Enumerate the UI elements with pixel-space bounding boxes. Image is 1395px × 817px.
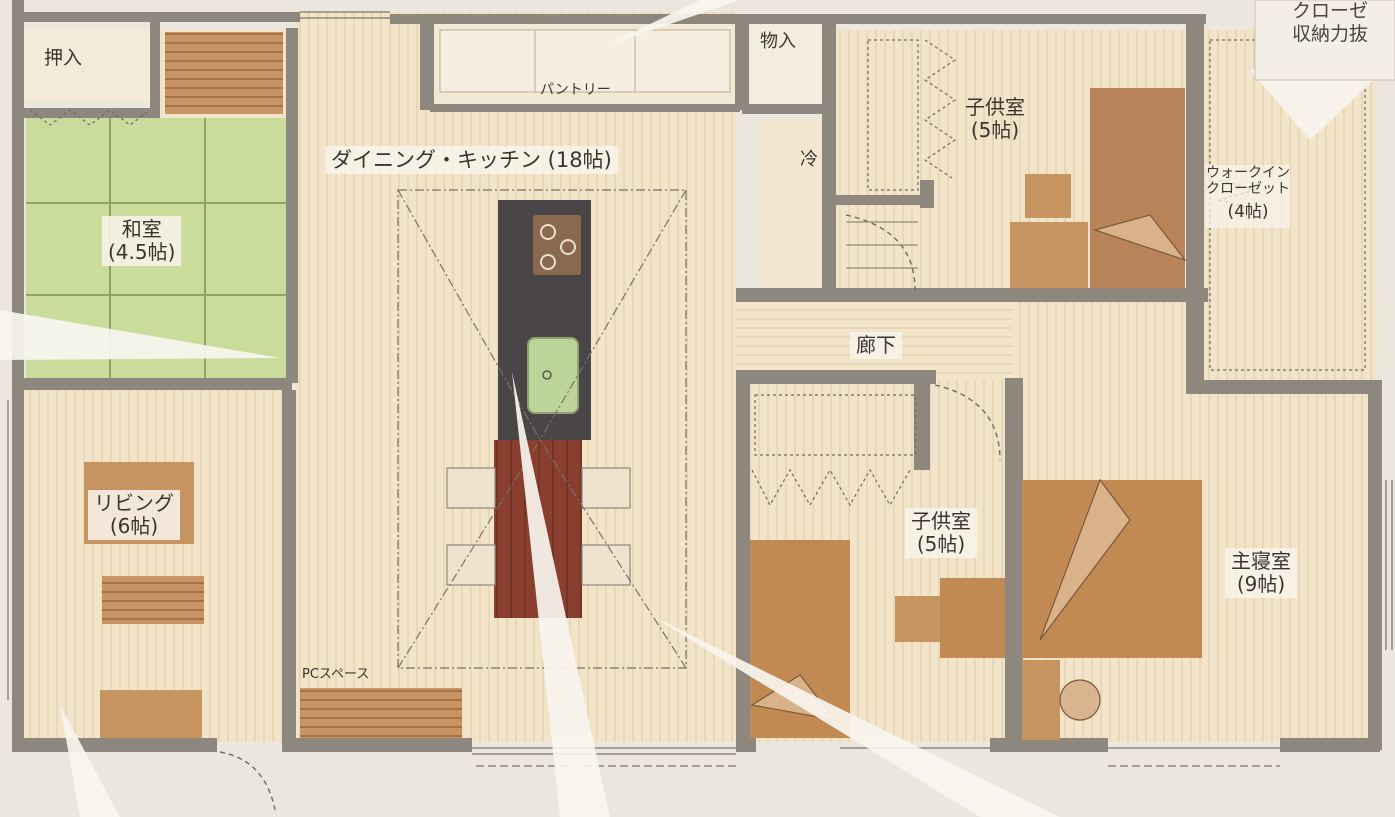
monoire-label: 物入 (760, 31, 796, 52)
stair-treads (846, 221, 918, 269)
walls (12, 0, 1382, 752)
master-label: 主寝室 (9帖) (1225, 548, 1297, 598)
living-label: リビング (6帖) (88, 490, 180, 540)
kodomo2-desk (940, 578, 1005, 658)
living-size: (6帖) (109, 514, 159, 538)
walkin-label: ウォークイン クローゼット (4帖) (1206, 165, 1290, 228)
island-kitchen (498, 200, 591, 440)
pc-space-label: PCスペース (302, 667, 370, 682)
corridor-label: 廊下 (850, 332, 902, 359)
kodomo1-bed (1090, 88, 1185, 288)
windows (7, 11, 1393, 767)
living-cabinet (100, 690, 202, 738)
callout-box (1254, 0, 1395, 81)
master-name: 主寝室 (1231, 549, 1291, 573)
kodomo1-chair (1025, 174, 1071, 218)
pantry-label: パントリー (540, 82, 611, 98)
kodomo2-label: 子供室 (5帖) (905, 508, 977, 558)
monoire-floor (738, 18, 826, 110)
fridge-label: 冷 (800, 149, 818, 170)
walkin-name-2: クローゼット (1206, 181, 1290, 198)
callout-text: クローゼ 収納力抜 (1292, 0, 1368, 46)
pc-desk (300, 688, 462, 738)
kodomo2-chair (895, 596, 940, 642)
door-swings (219, 214, 1001, 811)
kodomo1-blanket (1092, 214, 1187, 262)
kodomo2-size: (5帖) (916, 532, 966, 556)
walkin-size: (4帖) (1227, 202, 1269, 223)
closet-shelf (165, 32, 283, 114)
kodomo1-desk (1010, 222, 1088, 288)
master-stool (1059, 679, 1101, 721)
oshiire-floor (22, 30, 157, 102)
callout-line-1: クローゼ (1292, 0, 1369, 22)
kodomo1-label: 子供室 (5帖) (965, 96, 1025, 142)
fridge-floor (760, 120, 828, 290)
ceiling-outline (397, 189, 687, 669)
master-size: (9帖) (1236, 572, 1286, 596)
living-floor (20, 390, 296, 742)
kodomo1-name: 子供室 (965, 95, 1025, 119)
washitsu-label: 和室 (4.5帖) (102, 216, 182, 266)
callout-line-2: 収納力抜 (1292, 22, 1369, 45)
dining-chairs (446, 467, 631, 586)
dining-kitchen-label: ダイニング・キッチン (18帖) (325, 146, 618, 175)
oshiire-label: 押入 (44, 47, 83, 69)
master-dresser (1022, 660, 1060, 740)
kodomo2-name: 子供室 (911, 509, 971, 533)
kodomo1-size: (5帖) (970, 118, 1020, 142)
pantry-shelf (439, 29, 731, 93)
master-blanket (1039, 478, 1131, 641)
living-table (102, 576, 204, 624)
washitsu-size: (4.5帖) (108, 240, 176, 264)
washitsu-name: 和室 (121, 217, 162, 241)
living-name: リビング (94, 491, 174, 515)
walkin-name-1: ウォークイン (1206, 165, 1290, 181)
